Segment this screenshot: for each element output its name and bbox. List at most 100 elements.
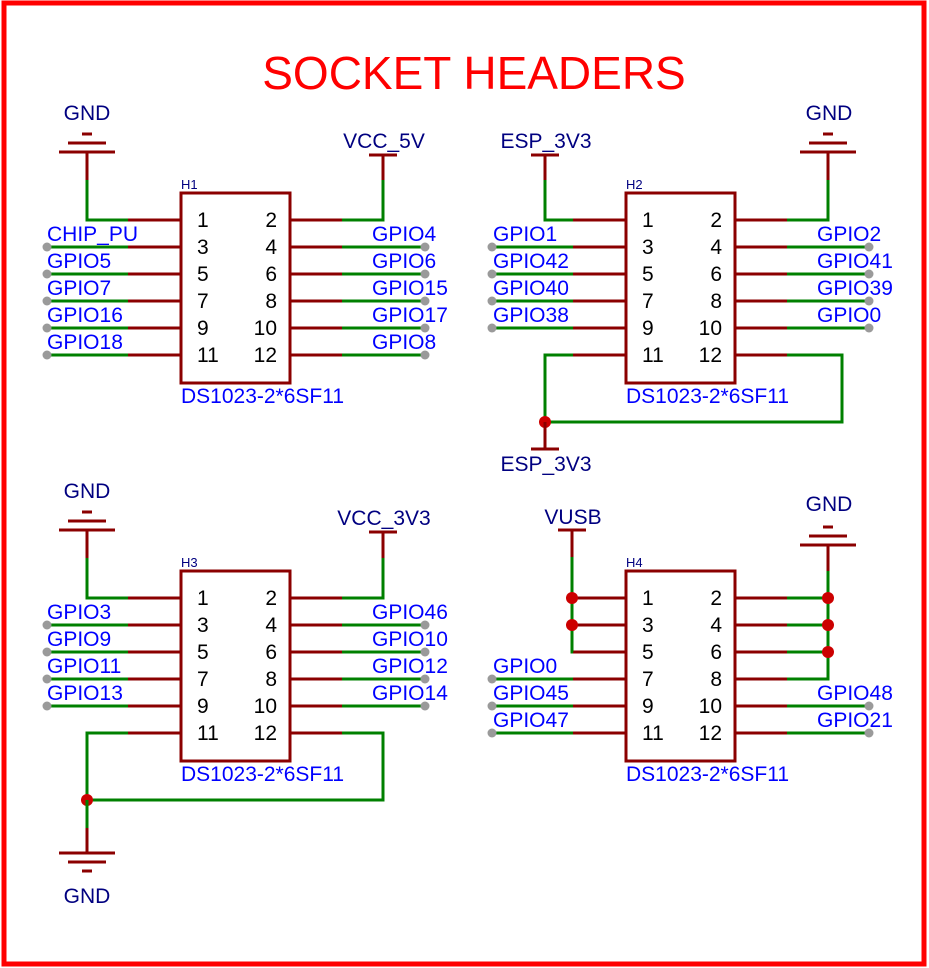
net-end-dot bbox=[864, 296, 874, 306]
net-end-dot bbox=[420, 269, 430, 279]
pin-number: 5 bbox=[197, 641, 209, 664]
net-label: GPIO16 bbox=[47, 304, 123, 327]
net-end-dot bbox=[864, 242, 874, 252]
junction-dot bbox=[822, 592, 834, 604]
pin-number: 7 bbox=[197, 290, 209, 313]
pin-number: 12 bbox=[699, 722, 722, 745]
power-label: GND bbox=[806, 493, 853, 516]
pin-number: 7 bbox=[642, 290, 654, 313]
power-label: GND bbox=[64, 885, 111, 908]
pin-number: 10 bbox=[699, 695, 722, 718]
junction-dot bbox=[822, 619, 834, 631]
net-end-dot bbox=[487, 269, 497, 279]
pin-number: 3 bbox=[197, 236, 209, 259]
net-end-dot bbox=[864, 728, 874, 738]
net-label: GPIO18 bbox=[47, 331, 123, 354]
net-label: GPIO0 bbox=[817, 304, 881, 327]
pin-number: 1 bbox=[197, 209, 209, 232]
pin-number: 10 bbox=[254, 317, 277, 340]
pin-number: 4 bbox=[710, 236, 722, 259]
pin-number: 8 bbox=[265, 668, 277, 691]
pin-number: 3 bbox=[197, 614, 209, 637]
pin-number: 11 bbox=[642, 344, 664, 367]
pin-number: 12 bbox=[254, 344, 277, 367]
ground-icon bbox=[59, 510, 115, 532]
pin-number: 4 bbox=[265, 236, 277, 259]
pin-number: 1 bbox=[642, 587, 654, 610]
net-end-dot bbox=[420, 701, 430, 711]
header-designator: H1 bbox=[181, 177, 198, 192]
ground-icon bbox=[59, 132, 115, 154]
ground-icon bbox=[800, 525, 856, 547]
net-end-dot bbox=[42, 350, 52, 360]
ground-icon bbox=[59, 851, 115, 873]
net-end-dot bbox=[420, 242, 430, 252]
net-wire bbox=[342, 180, 385, 222]
net-wire bbox=[543, 180, 573, 222]
pin-number: 4 bbox=[265, 614, 277, 637]
junction-dot bbox=[822, 646, 834, 658]
power-label: VUSB bbox=[544, 506, 601, 529]
pin-number: 3 bbox=[642, 614, 654, 637]
net-end-dot bbox=[42, 701, 52, 711]
net-label: GPIO10 bbox=[372, 628, 448, 651]
header-part-number: DS1023-2*6SF11 bbox=[626, 385, 789, 408]
pin-number: 9 bbox=[197, 317, 209, 340]
net-label: GPIO14 bbox=[372, 682, 448, 705]
net-label: GPIO4 bbox=[372, 223, 437, 246]
sheet-title: SOCKET HEADERS bbox=[262, 47, 685, 99]
net-label: GPIO5 bbox=[47, 250, 111, 273]
pin-number: 11 bbox=[197, 344, 219, 367]
pin-number: 6 bbox=[710, 641, 722, 664]
net-label: CHIP_PU bbox=[47, 223, 138, 246]
pin-number: 10 bbox=[699, 317, 722, 340]
pin-number: 12 bbox=[699, 344, 722, 367]
power-label: GND bbox=[806, 102, 853, 125]
net-label: GPIO46 bbox=[372, 601, 448, 624]
net-end-dot bbox=[420, 674, 430, 684]
net-end-dot bbox=[42, 323, 52, 333]
net-label: GPIO39 bbox=[817, 277, 893, 300]
net-end-dot bbox=[487, 674, 497, 684]
pin-number: 7 bbox=[642, 668, 654, 691]
pin-number: 6 bbox=[265, 641, 277, 664]
pin-number: 9 bbox=[642, 317, 654, 340]
pin-number: 7 bbox=[197, 668, 209, 691]
net-label: GPIO38 bbox=[493, 304, 569, 327]
pin-number: 11 bbox=[197, 722, 219, 745]
net-end-dot bbox=[420, 647, 430, 657]
header-body bbox=[179, 569, 292, 763]
pin-number: 8 bbox=[710, 290, 722, 313]
header-part-number: DS1023-2*6SF11 bbox=[626, 763, 789, 786]
net-wire bbox=[570, 557, 574, 654]
net-wire bbox=[787, 180, 830, 222]
pin-number: 8 bbox=[710, 668, 722, 691]
net-end-dot bbox=[420, 620, 430, 630]
header-designator: H3 bbox=[181, 555, 198, 570]
net-end-dot bbox=[864, 269, 874, 279]
net-label: GPIO17 bbox=[372, 304, 448, 327]
net-label: GPIO12 bbox=[372, 655, 448, 678]
net-label: GPIO13 bbox=[47, 682, 123, 705]
header-designator: H2 bbox=[626, 177, 643, 192]
net-end-dot bbox=[487, 701, 497, 711]
net-wire bbox=[85, 180, 128, 222]
net-label: GPIO40 bbox=[493, 277, 569, 300]
net-label: GPIO3 bbox=[47, 601, 111, 624]
net-label: GPIO11 bbox=[47, 655, 121, 678]
junction-dot bbox=[566, 619, 578, 631]
junction-dot bbox=[566, 592, 578, 604]
pin-number: 8 bbox=[265, 290, 277, 313]
pin-number: 12 bbox=[254, 722, 277, 745]
net-label: GPIO47 bbox=[493, 709, 569, 732]
net-end-dot bbox=[42, 269, 52, 279]
pin-number: 4 bbox=[710, 614, 722, 637]
net-wire bbox=[787, 571, 830, 681]
net-label: GPIO6 bbox=[372, 250, 436, 273]
pin-number: 5 bbox=[197, 263, 209, 286]
header-part-number: DS1023-2*6SF11 bbox=[181, 385, 344, 408]
net-label: GPIO9 bbox=[47, 628, 111, 651]
